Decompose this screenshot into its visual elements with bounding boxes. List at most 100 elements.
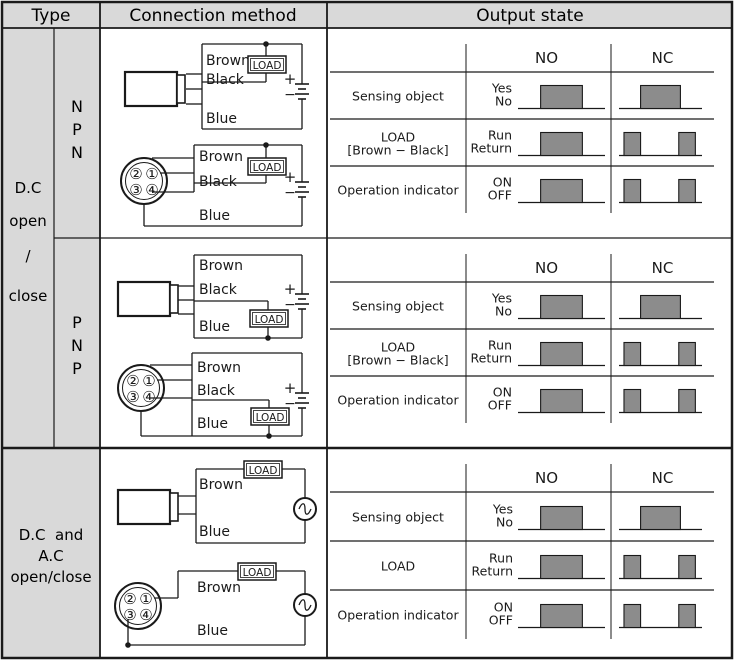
waveform-no [518, 178, 605, 204]
connector-pin-label: ① [145, 165, 158, 183]
load-label: LOAD [243, 567, 272, 579]
output-state-label: OFF [489, 613, 513, 628]
connector-sensor-body [120, 157, 168, 205]
output-state-label: Yes [491, 81, 512, 96]
wire-label-black: Black [199, 282, 238, 298]
waveform-pulse [640, 505, 681, 531]
header-connection-method: Connection method [129, 6, 296, 26]
load-label: LOAD [253, 60, 282, 72]
waveform-nc [619, 341, 702, 367]
type-slash: / [25, 247, 31, 265]
battery-minus: − [284, 297, 296, 313]
header-background [2, 2, 732, 28]
output-row-label: LOAD [381, 130, 415, 145]
output-header-no: NO [535, 49, 558, 67]
junction-dot [125, 642, 131, 648]
waveform-no [518, 554, 605, 580]
output-state-label: Run [488, 338, 512, 353]
type-close: close [9, 287, 48, 305]
wire-label-blue: Blue [197, 623, 228, 639]
output-header-no: NO [535, 469, 558, 487]
header-type: Type [30, 6, 70, 26]
wire-label-brown: Brown [206, 53, 250, 69]
output-row-label: Operation indicator [337, 183, 459, 198]
output-state-label: Run [488, 128, 512, 143]
type-dcac-1: D.C and [19, 526, 84, 544]
wire-label-blue: Blue [199, 208, 230, 224]
load-label: LOAD [253, 162, 282, 174]
connector-pin-label: ③ [129, 181, 142, 199]
connector-pin-label: ① [142, 372, 155, 390]
load-label: LOAD [256, 412, 285, 424]
wire-label-black: Black [206, 72, 245, 88]
connector-pin-label: ② [126, 372, 139, 390]
waveform-pulse [678, 603, 696, 629]
load-box-inner [250, 160, 284, 173]
output-state-label: OFF [488, 398, 512, 413]
waveform-pulse [678, 388, 696, 414]
output-state-label: Return [471, 351, 512, 366]
output-state-label: Return [471, 141, 512, 156]
battery-plus: + [284, 168, 297, 186]
waveform-nc [619, 178, 702, 204]
connector-pin-label: ③ [123, 606, 136, 624]
wire-label-brown: Brown [199, 477, 243, 493]
waveform-pulse [540, 505, 583, 531]
connector-sensor-ring [122, 369, 160, 407]
waveform-pulse [678, 341, 696, 367]
cylinder-sensor-cap [169, 492, 179, 522]
battery-plus: + [284, 70, 297, 88]
output-state-label: No [496, 515, 513, 530]
connector-sensor-ring [119, 587, 157, 625]
waveform-no [518, 84, 605, 110]
waveform-no [518, 388, 605, 414]
output-header-nc: NC [652, 469, 674, 487]
connector-pin-label: ④ [142, 388, 155, 406]
cylinder-sensor-body [123, 70, 179, 108]
cylinder-sensor-cap [176, 74, 186, 104]
output-state-label: ON [494, 600, 513, 615]
battery-plus: + [284, 379, 297, 397]
waveform-pulse [623, 388, 642, 414]
output-header-no: NO [535, 259, 558, 277]
output-row-label: Sensing object [352, 510, 444, 525]
connector-sensor-body [117, 364, 165, 412]
connector-sensor-ring [125, 162, 163, 200]
type-open: open [9, 212, 46, 230]
output-state-label: No [495, 304, 512, 319]
type-npn-3: N [71, 143, 83, 162]
cylinder-sensor-body [116, 280, 172, 318]
type-pnp-2: N [71, 336, 83, 355]
load-box-inner [250, 58, 284, 71]
waveform-pulse [640, 294, 681, 320]
output-row-label: Operation indicator [337, 608, 459, 623]
waveform-pulse [540, 294, 583, 320]
output-state-label: ON [493, 175, 512, 190]
waveform-pulse [623, 603, 642, 629]
connector-pin-label: ③ [126, 388, 139, 406]
output-state-label: Run [489, 551, 513, 566]
waveform-nc [619, 131, 702, 157]
type-column-background [2, 448, 100, 658]
wire-label-brown: Brown [197, 360, 241, 376]
waveform-no [518, 294, 605, 320]
load-label: LOAD [255, 314, 284, 326]
output-row-label: Operation indicator [337, 393, 459, 408]
load-box-inner [246, 463, 280, 476]
ac-source-wave [298, 503, 312, 515]
connector-pin-label: ④ [139, 606, 152, 624]
connector-pin-label: ② [123, 590, 136, 608]
connector-pin-label: ④ [145, 181, 158, 199]
wire-label-brown: Brown [199, 258, 243, 274]
waveform-pulse [678, 178, 696, 204]
waveform-nc [619, 603, 702, 629]
waveform-no [518, 341, 605, 367]
wire-label-blue: Blue [199, 319, 230, 335]
